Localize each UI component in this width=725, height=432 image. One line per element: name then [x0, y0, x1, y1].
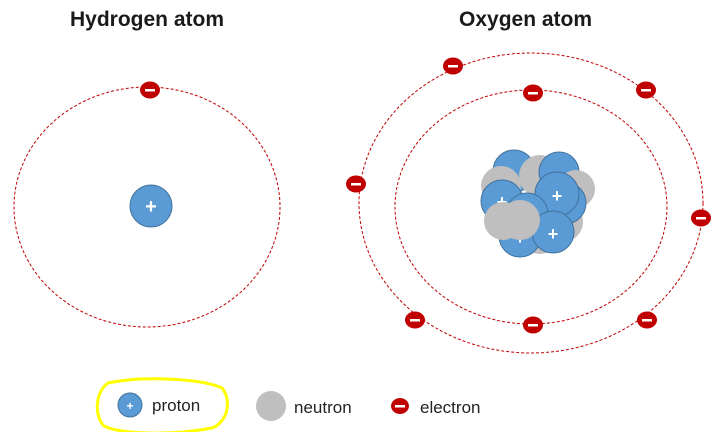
- legend-neutron-icon: [256, 391, 286, 421]
- hydrogen-proton: +: [129, 184, 173, 228]
- oxygen-electron: [523, 316, 543, 334]
- oxygen-electron: [691, 209, 711, 227]
- oxygen-electron: [636, 81, 656, 99]
- oxygen-neutron: [500, 200, 540, 240]
- legend-electron-icon: [391, 398, 409, 414]
- svg-text:+: +: [552, 186, 563, 206]
- legend-proton-label: proton: [152, 396, 201, 415]
- oxygen-atom-title: Oxygen atom: [459, 8, 593, 31]
- proton-highlight-circle: [95, 377, 229, 432]
- hydrogen-electron: [140, 81, 160, 99]
- legend-neutron-label: neutron: [294, 398, 352, 417]
- oxygen-outer-orbit: [358, 52, 704, 354]
- oxygen-electron: [346, 175, 366, 193]
- oxygen-nucleus: + + + +: [480, 149, 595, 258]
- svg-text:+: +: [548, 224, 559, 244]
- svg-text:+: +: [497, 192, 508, 212]
- oxygen-electron: [637, 311, 657, 329]
- svg-text:+: +: [126, 399, 133, 413]
- hydrogen-atom-title: Hydrogen atom: [70, 8, 225, 31]
- legend: +: [95, 377, 409, 432]
- legend-proton-icon: +: [117, 392, 143, 418]
- oxygen-electron: [523, 84, 543, 102]
- oxygen-electron: [443, 57, 463, 75]
- svg-text:+: +: [145, 196, 157, 218]
- legend-electron-label: electron: [420, 398, 481, 417]
- oxygen-electron: [405, 311, 425, 329]
